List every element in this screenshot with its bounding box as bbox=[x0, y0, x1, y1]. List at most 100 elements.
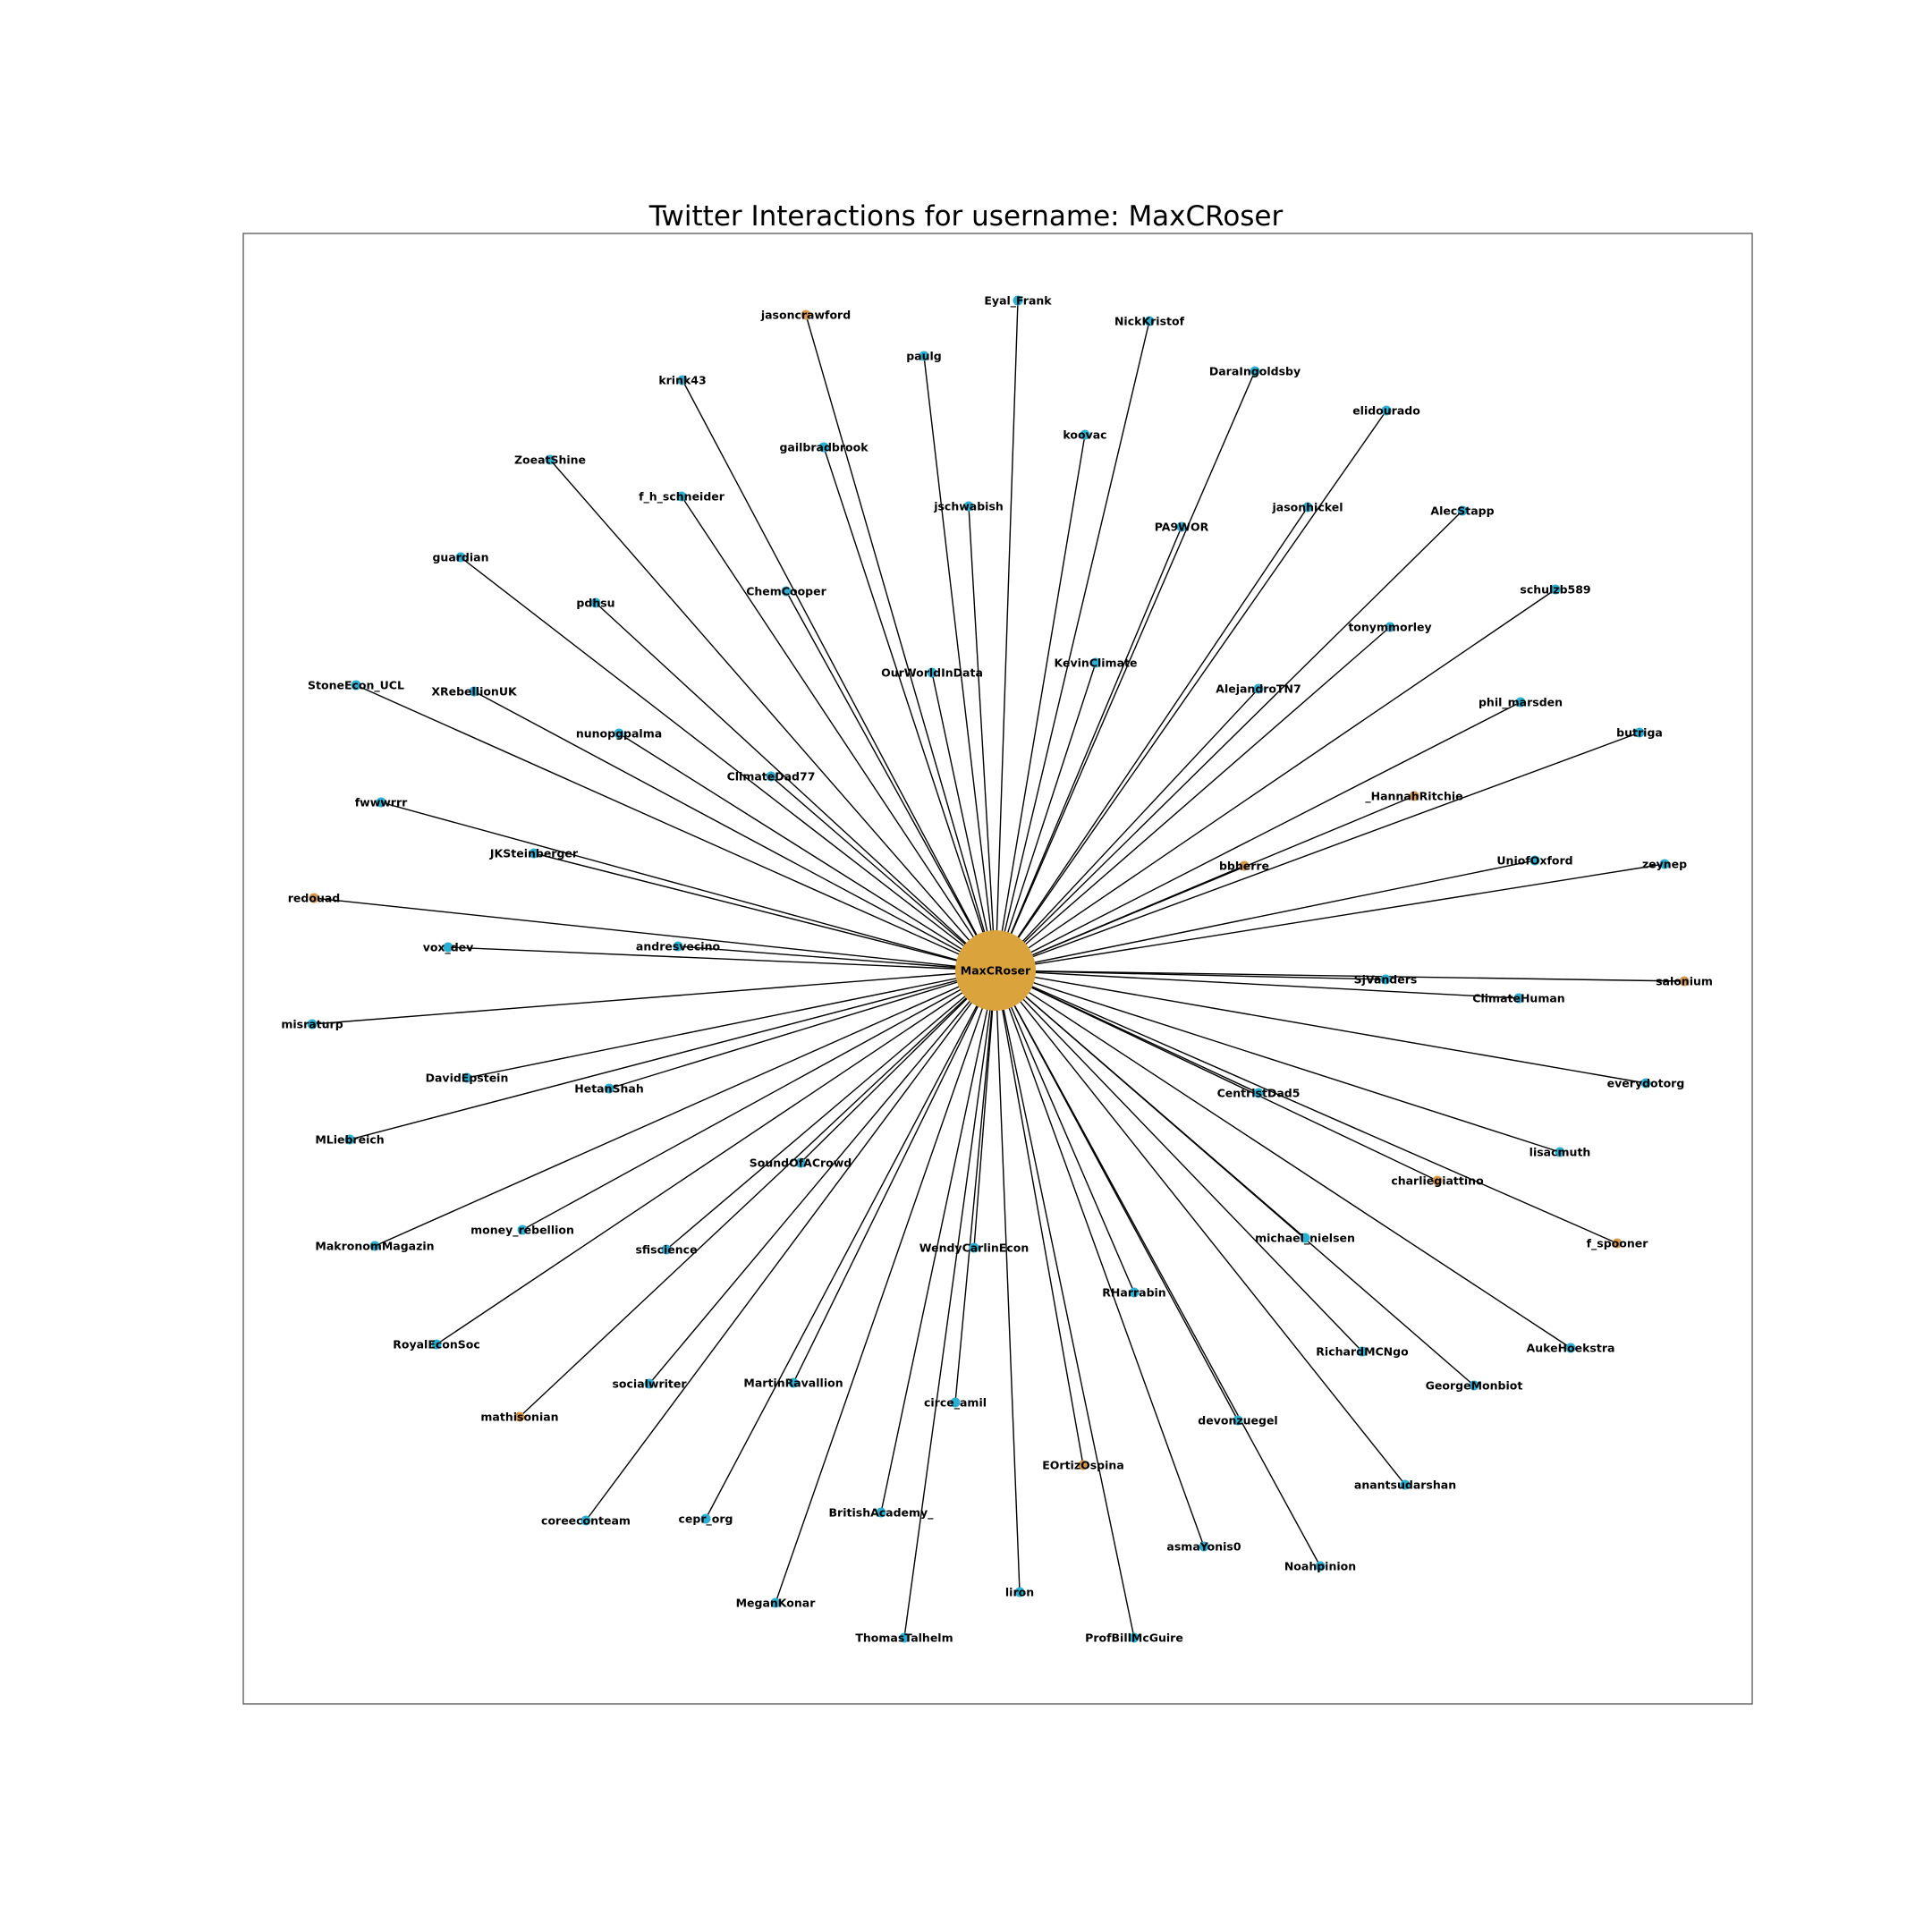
edge-koovac bbox=[995, 434, 1086, 971]
node-label-money-rebellion: money_rebellion bbox=[470, 1224, 574, 1238]
node-chemcooper bbox=[781, 586, 792, 597]
edge-chemcooper bbox=[785, 590, 996, 971]
edge-tonymmorley bbox=[995, 626, 1391, 971]
node-label-aukehoekstra: AukeHoekstra bbox=[1527, 1342, 1615, 1355]
edge-socialwriter bbox=[648, 970, 996, 1385]
node-label-jschwabish: jschwabish bbox=[933, 500, 1004, 513]
edge-jksteinberger bbox=[533, 852, 996, 971]
node-makronommagazin bbox=[369, 1241, 380, 1251]
node-georgemonbiot bbox=[1469, 1380, 1479, 1391]
edge-liron bbox=[995, 970, 1021, 1593]
node-label-eyal-frank: Eyal_Frank bbox=[984, 294, 1052, 309]
center-node-label: MaxCRoser bbox=[961, 964, 1031, 978]
node-nunopgpalma bbox=[614, 728, 624, 739]
node-label-alecstapp: AlecStapp bbox=[1430, 504, 1494, 518]
edge-britishacademy bbox=[880, 970, 996, 1513]
node-label-noahpinion: Noahpinion bbox=[1284, 1560, 1356, 1573]
node-nickkristof bbox=[1144, 316, 1155, 326]
edge-uniofoxford bbox=[995, 860, 1536, 971]
node-label-gailbradbrook: gailbradbrook bbox=[779, 441, 869, 454]
edge-pa9wor bbox=[995, 526, 1182, 971]
node-soundofacrowd bbox=[795, 1157, 806, 1168]
edge-daraingoldsby bbox=[995, 370, 1256, 971]
edge-schulzb589 bbox=[995, 589, 1556, 971]
edge-martinravallion bbox=[792, 970, 996, 1384]
edge-f-h-schneider bbox=[681, 496, 996, 971]
node-elidourado bbox=[1381, 405, 1392, 416]
edge-davidepstein bbox=[466, 970, 996, 1079]
edge-butriga bbox=[995, 732, 1640, 971]
node-label-britishacademy: BritishAcademy_ bbox=[829, 1506, 935, 1521]
node-label-michael-nielsen: michael_nielsen bbox=[1255, 1232, 1355, 1246]
edge-coreeconteam bbox=[585, 970, 996, 1521]
node-centristdad5 bbox=[1253, 1088, 1264, 1098]
node-everydotorg bbox=[1640, 1078, 1651, 1089]
node-vox-dev bbox=[443, 942, 453, 953]
node-kevinclimate bbox=[1090, 657, 1101, 668]
node-label-rharrabin: RHarrabin bbox=[1102, 1286, 1165, 1300]
edge-layer bbox=[311, 300, 1685, 1639]
edge-salonium bbox=[995, 970, 1685, 982]
node-rharrabin bbox=[1129, 1287, 1140, 1298]
node-phil-marsden bbox=[1515, 697, 1526, 708]
node-daraingoldsby bbox=[1250, 366, 1260, 377]
node-label-megankonar: MeganKonar bbox=[736, 1597, 817, 1610]
node-label-butriga: butriga bbox=[1616, 726, 1663, 740]
edge-hetanshah bbox=[608, 970, 996, 1089]
node-guardian bbox=[455, 552, 466, 563]
node-label-f-h-schneider: f_h_schneider bbox=[639, 490, 725, 504]
node-label-eortizospina: EOrtizOspina bbox=[1042, 1459, 1124, 1472]
node-label-pa9wor: PA9WOR bbox=[1155, 521, 1209, 534]
node-uniofoxford bbox=[1530, 855, 1540, 866]
node-megankonar bbox=[770, 1597, 781, 1608]
edge-eyal-frank bbox=[995, 300, 1019, 971]
edge-climatedad77 bbox=[770, 775, 996, 971]
node-mliebreich bbox=[344, 1134, 355, 1145]
node-label-thomastalhelm: ThomasTalhelm bbox=[855, 1631, 953, 1645]
edge-alecstapp bbox=[995, 510, 1463, 971]
node-anantsudarshan bbox=[1400, 1479, 1411, 1490]
node-label-charliegiattino: charliegiattino bbox=[1391, 1174, 1484, 1188]
node-label-richardmcngo: RichardMCNgo bbox=[1316, 1345, 1409, 1359]
edge-circe-amil bbox=[954, 970, 996, 1403]
edge-andresvecino bbox=[677, 945, 996, 971]
node-jksteinberger bbox=[529, 848, 539, 859]
edge-money-rebellion bbox=[521, 970, 996, 1231]
node-climatedad77 bbox=[766, 771, 776, 782]
edge-xrebellionuk bbox=[473, 691, 996, 971]
edge-noahpinion bbox=[995, 970, 1321, 1567]
node-label-misraturp: misraturp bbox=[281, 1018, 343, 1031]
edge-charliegiattino bbox=[995, 970, 1438, 1182]
node-label-vox-dev: vox_dev bbox=[423, 941, 474, 955]
node-climatehuman bbox=[1513, 993, 1524, 1004]
node-devonzuegel bbox=[1233, 1415, 1243, 1426]
node-michael-nielsen bbox=[1300, 1233, 1310, 1243]
node-eyal-frank bbox=[1013, 295, 1023, 306]
node-label-sfiscience: sfiscience bbox=[635, 1243, 697, 1257]
node-label-paulg: paulg bbox=[906, 350, 942, 363]
edge-royaleconsoc bbox=[436, 970, 996, 1345]
node-label-anantsudarshan: anantsudarshan bbox=[1354, 1479, 1456, 1492]
edge-alejandrotn7 bbox=[995, 688, 1259, 971]
node-label-chemcooper: ChemCooper bbox=[746, 585, 826, 598]
node-label-royaleconsoc: RoyalEconSoc bbox=[393, 1338, 480, 1352]
node-gailbradbrook bbox=[818, 442, 829, 453]
edge-megankonar bbox=[775, 970, 996, 1604]
node-label-martinravallion: MartinRavallion bbox=[743, 1377, 843, 1390]
node-label-davidepstein: DavidEpstein bbox=[426, 1072, 509, 1085]
node-label-lisacmuth: lisacmuth bbox=[1530, 1146, 1591, 1159]
node-label-liron: liron bbox=[1005, 1586, 1034, 1599]
node-label-jasonhickel: jasonhickel bbox=[1272, 501, 1343, 514]
node-liron bbox=[1014, 1587, 1025, 1597]
edge-stoneecon-ucl bbox=[355, 684, 996, 971]
edge-krink43 bbox=[682, 379, 996, 971]
node-britishacademy bbox=[876, 1507, 886, 1518]
node-zeynep bbox=[1659, 859, 1670, 869]
node-label-centristdad5: CentristDad5 bbox=[1217, 1087, 1301, 1100]
node-coreeconteam bbox=[580, 1515, 591, 1526]
edge-guardian bbox=[460, 556, 996, 971]
node-label-wendycarlinecon: WendyCarlinEcon bbox=[919, 1241, 1030, 1255]
node-salonium bbox=[1679, 976, 1690, 987]
edge-climatehuman bbox=[995, 970, 1520, 999]
node-wendycarlinecon bbox=[969, 1242, 979, 1253]
